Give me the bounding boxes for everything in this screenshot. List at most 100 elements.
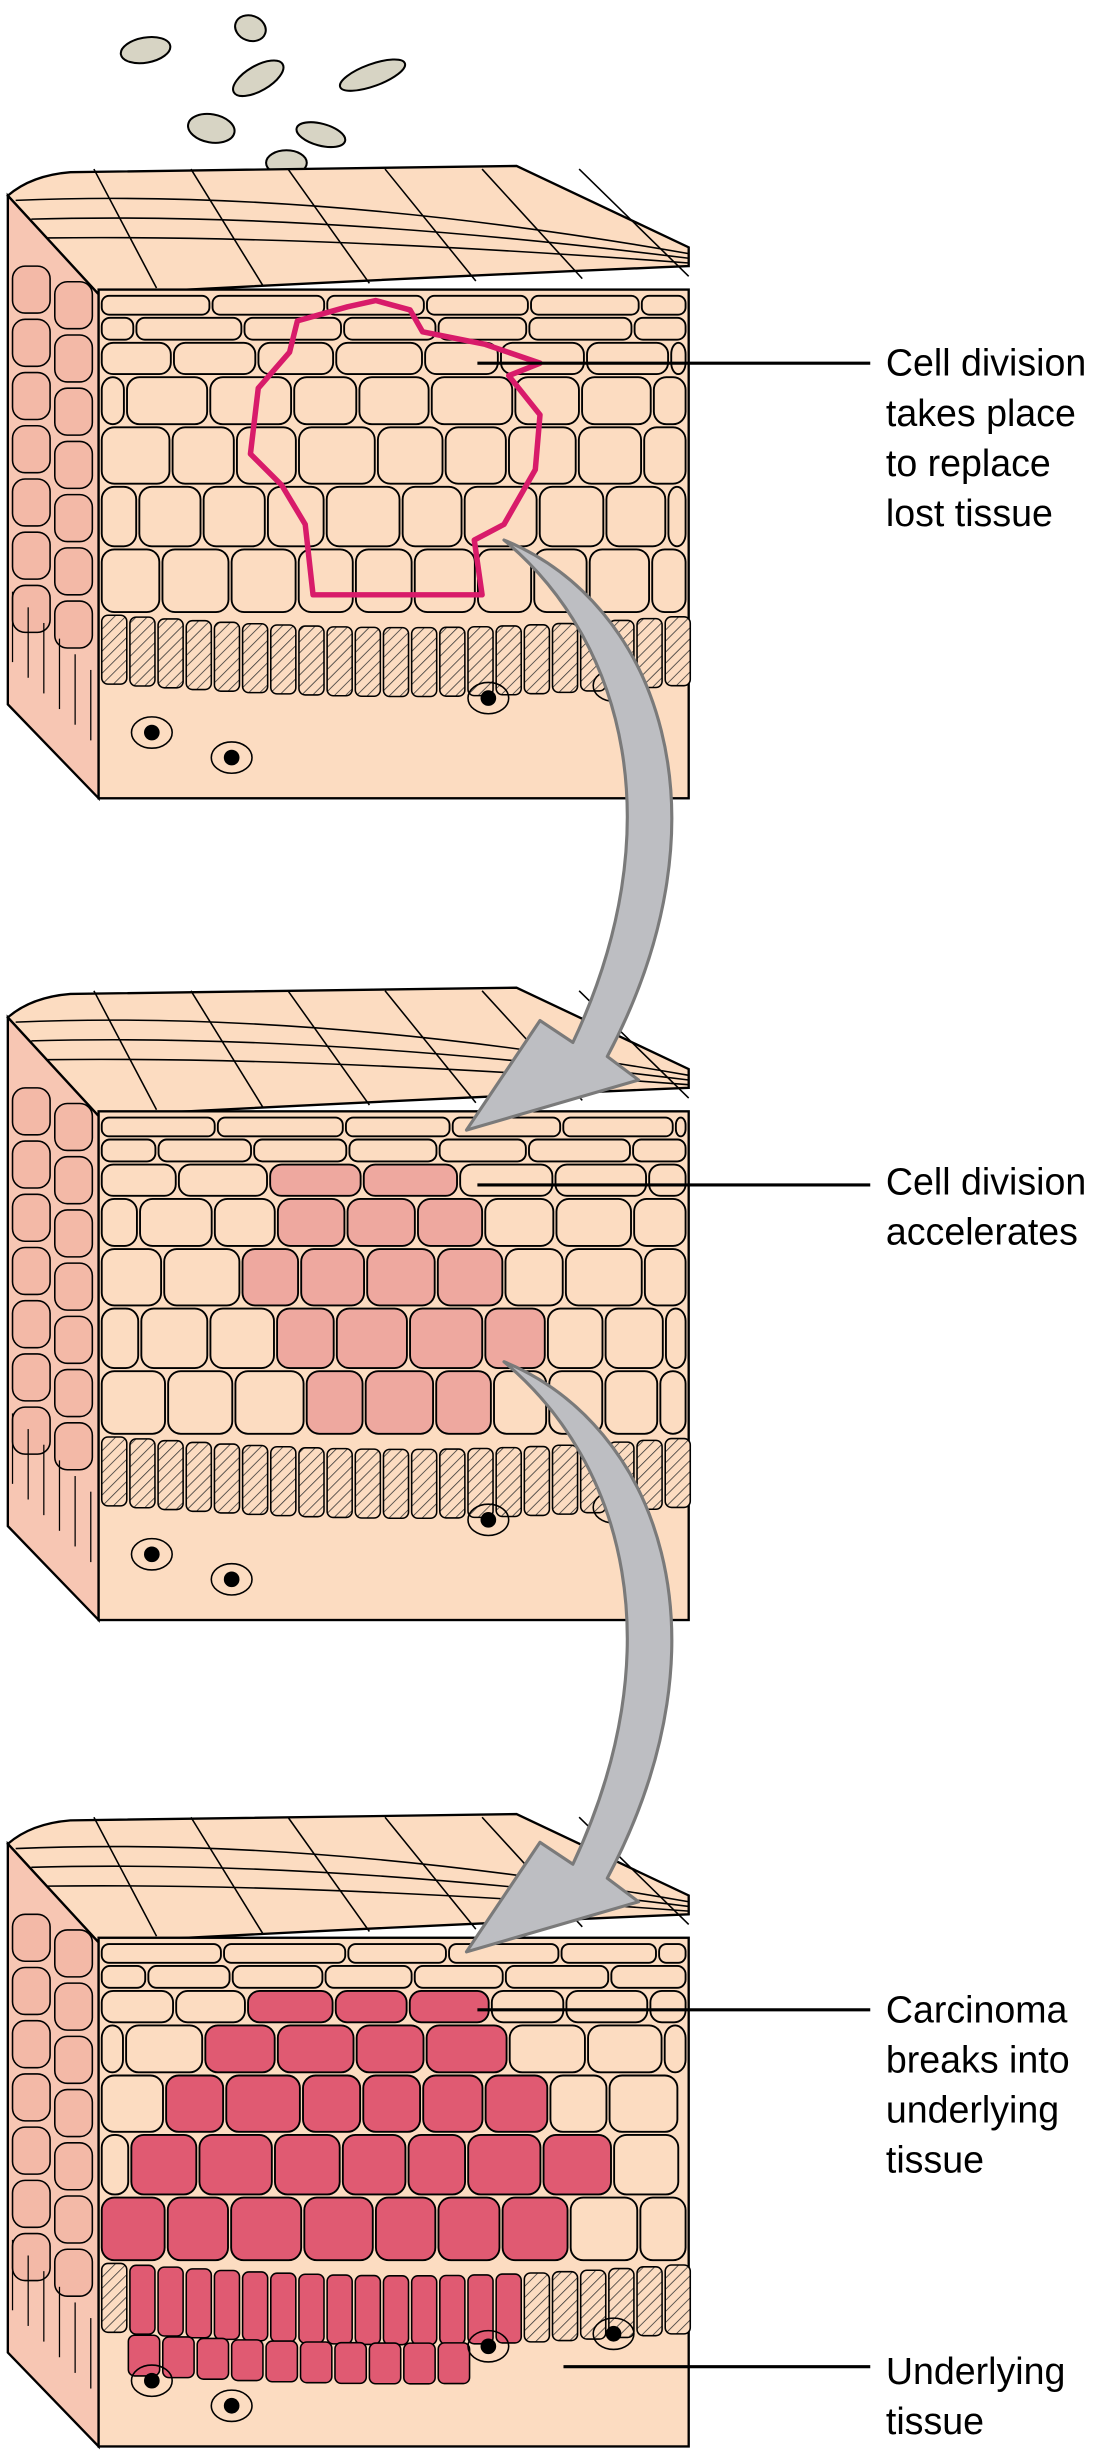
invading-cell [162, 2336, 195, 2379]
epithelial-cell [100, 1198, 138, 1247]
invading-cell [403, 2342, 436, 2385]
abnormal-cell [276, 1198, 346, 1247]
follicle-icon [210, 2389, 253, 2423]
surface-cell-border [93, 990, 158, 1111]
abnormal-cell [225, 2074, 301, 2133]
label-line: Cell division [886, 1160, 1086, 1202]
label-line: accelerates [886, 1210, 1078, 1252]
abnormal-cell [341, 2134, 407, 2196]
invading-cell [185, 2268, 213, 2339]
epithelial-cell [100, 341, 172, 376]
epithelial-cell [648, 1163, 687, 1197]
label-line: underlying [886, 2088, 1059, 2130]
epithelial-cell [560, 1943, 657, 1964]
side-cell [11, 424, 51, 474]
abnormal-cell [166, 2196, 229, 2262]
epithelial-cell [530, 294, 640, 316]
abnormal-cell [198, 2134, 273, 2196]
surface-cell-border [384, 168, 477, 282]
epithelial-cell [135, 316, 243, 341]
basal-cell [523, 2272, 551, 2343]
invading-cell [382, 2275, 410, 2346]
epithelial-cell [659, 1370, 687, 1435]
epithelial-cell [100, 2074, 164, 2133]
follicle-icon [130, 1537, 173, 1571]
epithelial-cell [528, 1138, 631, 1163]
epithelial-cell [376, 426, 444, 485]
side-cell [11, 318, 51, 368]
label-line: Cell division [886, 342, 1086, 384]
epithelial-cell [100, 294, 211, 316]
side-cell [53, 2248, 94, 2297]
epithelial-cell [605, 485, 667, 548]
follicle-core [144, 2372, 160, 2389]
epithelial-cell [437, 316, 528, 341]
invading-cell [241, 2271, 269, 2342]
side-cell [11, 371, 51, 421]
surface-cell-border [287, 168, 371, 284]
side-cell [11, 2126, 51, 2175]
basal-cell [213, 1443, 241, 1514]
epithelial-cell [211, 294, 326, 316]
epithelial-cell [639, 2196, 687, 2262]
epithelial-cell [100, 426, 171, 485]
epithelial-cell [139, 1198, 213, 1247]
follicle-core [223, 749, 240, 766]
basal-cell [298, 1447, 325, 1518]
side-cell [53, 1209, 94, 1258]
side-cell [11, 1299, 51, 1349]
skin-block-accelerated-division [6, 986, 692, 1623]
side-cell [53, 1422, 94, 1471]
abnormal-cell [435, 1370, 492, 1435]
surface-layer-line [46, 236, 689, 264]
basal-cell [636, 1439, 663, 1511]
top-surface [6, 164, 690, 296]
side-cell [53, 547, 94, 596]
surface-cell-border [93, 168, 158, 289]
epithelial-cell [528, 316, 633, 341]
side-cell [11, 2073, 51, 2122]
abnormal-cell [100, 2196, 166, 2262]
follicle-core [480, 1512, 497, 1528]
epithelial-cell [664, 1307, 687, 1369]
follicle-icon [467, 2329, 510, 2363]
side-cell [11, 1140, 51, 1189]
follicle-core [480, 690, 497, 706]
side-cell [53, 2035, 94, 2085]
epithelial-cell [100, 1163, 177, 1197]
side-cell [53, 334, 94, 383]
epithelial-cell [324, 1964, 413, 1989]
invading-cell [410, 2275, 438, 2346]
epithelial-cell [147, 1964, 231, 1989]
side-cell [53, 1368, 94, 1418]
invading-cell [127, 2334, 161, 2377]
basal-cell [467, 625, 494, 697]
abnormal-cell [374, 2196, 437, 2262]
side-cell [53, 1315, 94, 1365]
epithelial-cell [100, 2134, 130, 2196]
side-cell [53, 2195, 94, 2244]
abnormal-cell [335, 1307, 408, 1369]
surface-cell-border [481, 168, 583, 280]
epithelial-cell [100, 1964, 147, 1989]
epithelial-cell [209, 376, 293, 426]
basal-cell [551, 2270, 579, 2342]
basal-cell [298, 625, 325, 696]
invading-cell [270, 2272, 297, 2343]
epithelial-cell [230, 548, 297, 613]
epithelial-cell [652, 376, 687, 426]
epithelial-cell [216, 1116, 344, 1138]
epithelial-cell [587, 2024, 663, 2074]
basal-cell [439, 626, 466, 697]
epithelial-cell [100, 1116, 216, 1138]
basal-cell [241, 1444, 269, 1516]
epithelial-cell [504, 1248, 564, 1307]
invading-cell [467, 2274, 494, 2345]
abnormal-cell [334, 1990, 408, 2024]
epithelial-cell [126, 376, 209, 426]
